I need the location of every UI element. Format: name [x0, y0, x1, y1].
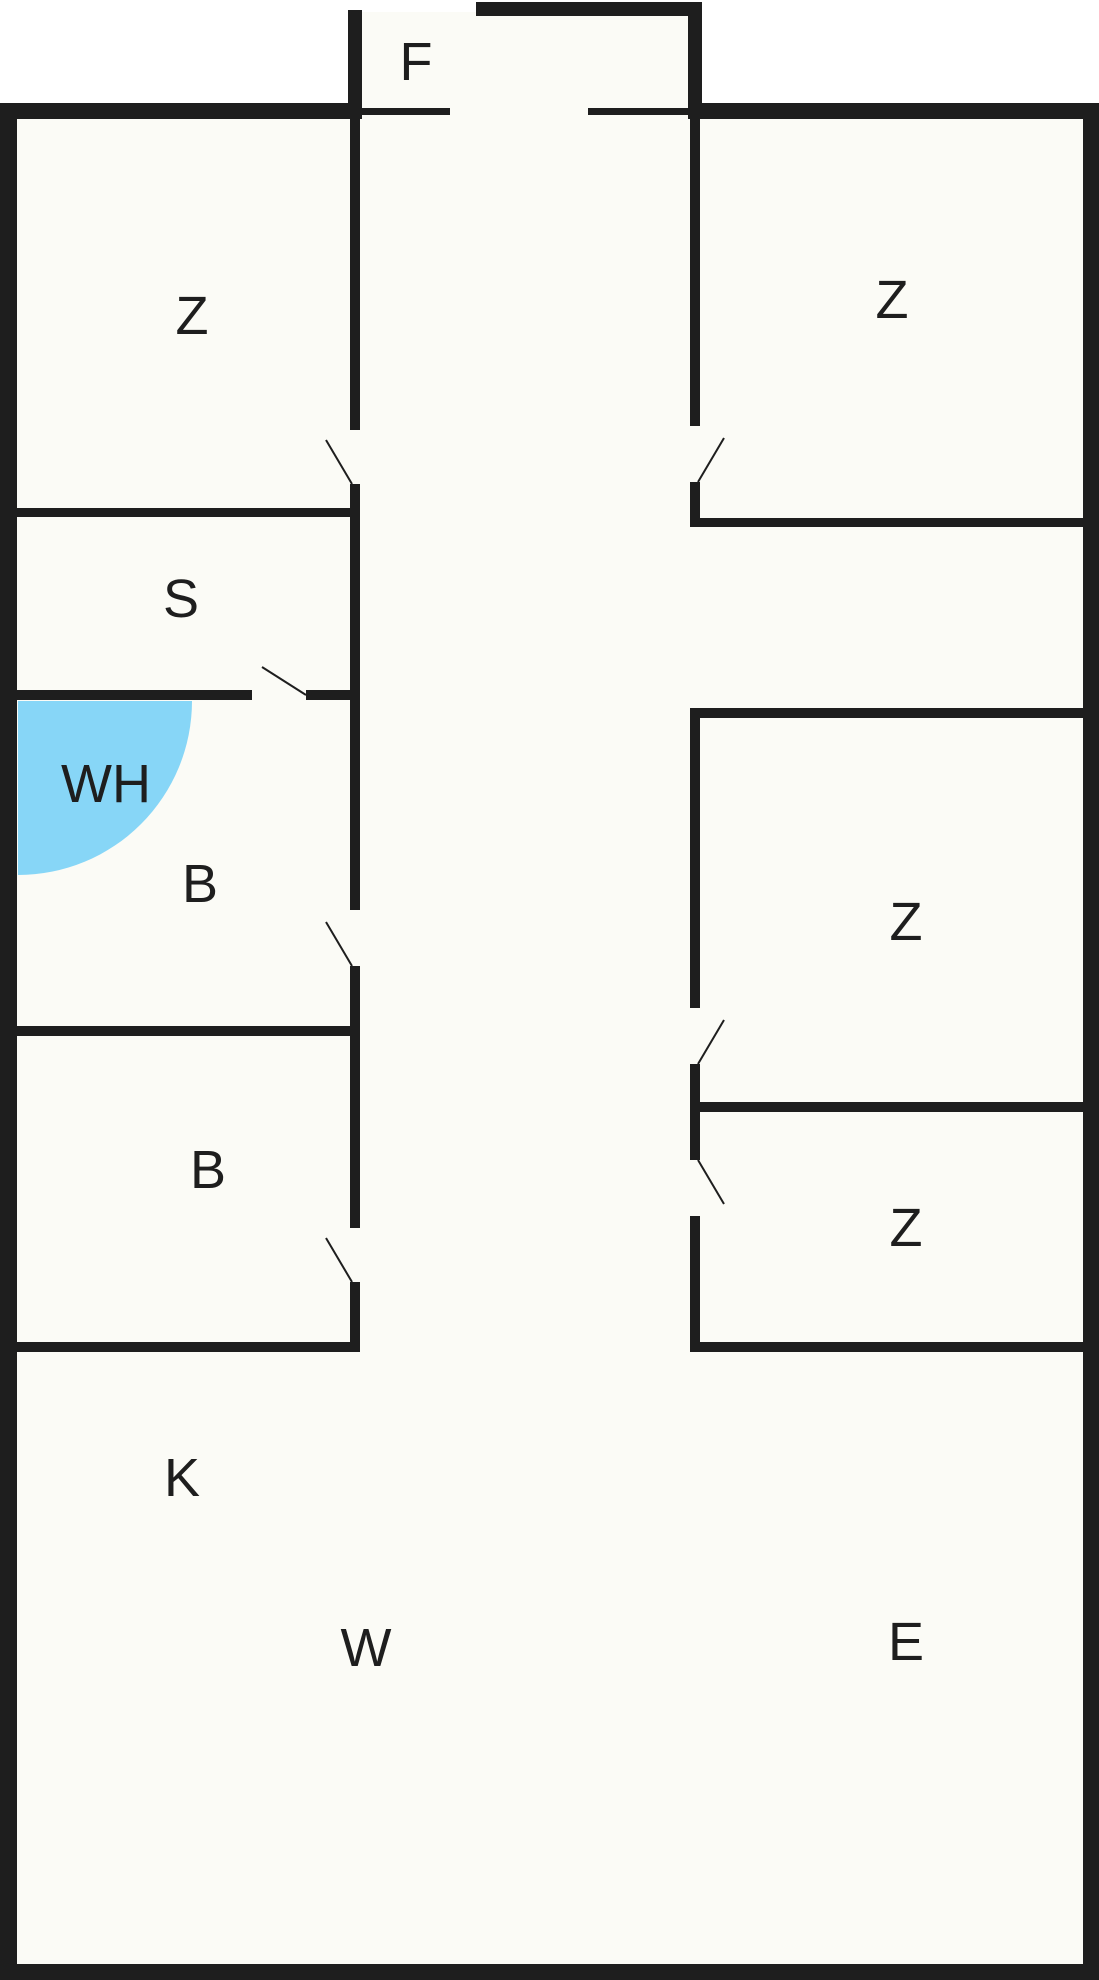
label-storage: S	[163, 569, 199, 629]
entry-wall-bottom-left	[348, 108, 450, 115]
label-kitchen: K	[164, 1448, 200, 1508]
wall-z-s	[8, 508, 360, 517]
wall-z-mid-right-top	[690, 708, 1090, 718]
entry-wall-left	[348, 10, 362, 118]
label-dining: E	[888, 1612, 924, 1672]
outer-wall-right	[1083, 103, 1099, 1980]
wall-z-top-right-bottom	[690, 518, 1090, 527]
entry-wall-bottom-right	[588, 108, 688, 115]
label-tub: WH	[61, 754, 151, 814]
outer-wall-bottom	[0, 1964, 1099, 1980]
floor-main	[8, 112, 1091, 1974]
left-corridor-wall-1	[350, 118, 360, 430]
outer-wall-left	[0, 103, 17, 1980]
floor-entry	[360, 12, 688, 116]
tub-shape	[18, 701, 192, 875]
door-z-top-left	[325, 439, 353, 485]
wall-z-mid-low	[690, 1102, 1090, 1112]
right-corridor-wall-1	[690, 118, 700, 426]
label-room-mid-right: Z	[890, 892, 923, 952]
wall-z-low-living	[690, 1342, 1090, 1352]
label-entry: F	[400, 32, 433, 92]
wall-b1-b2	[8, 1026, 360, 1036]
outer-wall-top-left	[0, 103, 362, 119]
entry-wall-right	[688, 2, 702, 118]
door-bathroom-2	[325, 1237, 353, 1283]
door-storage	[261, 666, 307, 696]
left-corridor-wall-3	[350, 966, 360, 1228]
right-corridor-wall-5	[690, 1216, 700, 1352]
label-room-top-left: Z	[176, 286, 209, 346]
right-corridor-wall-2	[690, 482, 700, 526]
door-z-mid-right	[697, 1019, 725, 1065]
wall-s-b1-left	[8, 690, 252, 700]
wall-s-b1-right	[306, 690, 360, 700]
door-z-top-right	[697, 437, 725, 483]
left-corridor-wall-4	[350, 1282, 360, 1352]
label-living: W	[341, 1618, 392, 1678]
label-bathroom-2: B	[190, 1140, 226, 1200]
entry-wall-top	[476, 2, 702, 16]
right-corridor-wall-3	[690, 710, 700, 1008]
door-z-low-right	[697, 1159, 725, 1205]
label-room-top-right: Z	[876, 270, 909, 330]
label-bathroom-1: B	[182, 854, 218, 914]
label-room-low-right: Z	[890, 1198, 923, 1258]
wall-b2-living	[8, 1342, 360, 1352]
door-bathroom-1	[325, 921, 353, 967]
outer-wall-top-right	[688, 103, 1099, 119]
